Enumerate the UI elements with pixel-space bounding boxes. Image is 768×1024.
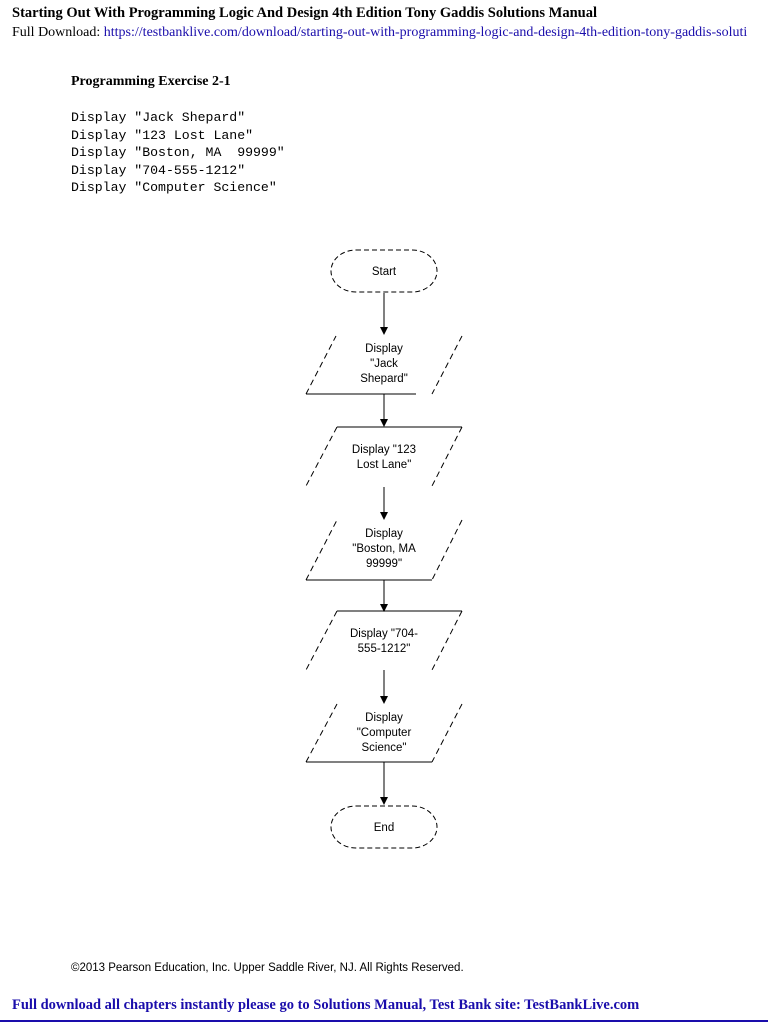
display-step-2: Display "123 Lost Lane": [305, 426, 463, 487]
step-text-line: "Jack: [370, 358, 398, 370]
display-step-3: Display "Boston, MA 99999": [305, 519, 463, 581]
download-label: Full Download:: [12, 25, 104, 40]
end-terminal: End: [330, 805, 438, 849]
step-text-line: Display: [365, 528, 403, 540]
code-line: Display "Boston, MA 99999": [71, 145, 285, 161]
step-text-line: Lost Lane": [357, 459, 412, 471]
step-text-line: Display: [365, 343, 403, 355]
code-line: Display "704-555-1212": [71, 162, 246, 178]
step-text-line: "Computer: [357, 727, 412, 739]
start-label: Start: [372, 266, 397, 278]
document-title: Starting Out With Programming Logic And …: [12, 5, 597, 21]
display-step-5: Display "Computer Science": [305, 703, 463, 763]
step-text-line: 555-1212": [358, 643, 411, 655]
start-terminal: Start: [330, 249, 438, 293]
download-link[interactable]: https://testbanklive.com/download/starti…: [103, 25, 748, 40]
exercise-title: Programming Exercise 2-1: [71, 74, 231, 89]
step-text-line: Display: [365, 712, 403, 724]
footer-banner[interactable]: Full download all chapters instantly ple…: [12, 997, 640, 1013]
code-line: Display "123 Lost Lane": [71, 127, 254, 143]
step-text-line: Science": [362, 742, 407, 754]
end-label: End: [374, 822, 394, 834]
download-line: Full Download: https://testbanklive.com/…: [12, 25, 747, 41]
display-step-4: Display "704- 555-1212": [305, 610, 463, 671]
code-line: Display "Jack Shepard": [71, 110, 246, 125]
code-line: Display "Computer Science": [71, 180, 277, 196]
pseudocode-block: Display "Jack Shepard" Display "123 Lost …: [71, 109, 285, 197]
step-text-line: Display "123: [352, 444, 416, 456]
step-text-line: 99999": [366, 558, 402, 570]
step-text-line: Shepard": [360, 373, 408, 385]
step-text-line: Display "704-: [350, 628, 418, 640]
step-text-line: "Boston, MA: [352, 543, 416, 555]
display-step-1: Display "Jack Shepard": [305, 335, 463, 395]
footer-rule: [0, 1020, 768, 1022]
copyright-notice: ©2013 Pearson Education, Inc. Upper Sadd…: [71, 962, 464, 974]
